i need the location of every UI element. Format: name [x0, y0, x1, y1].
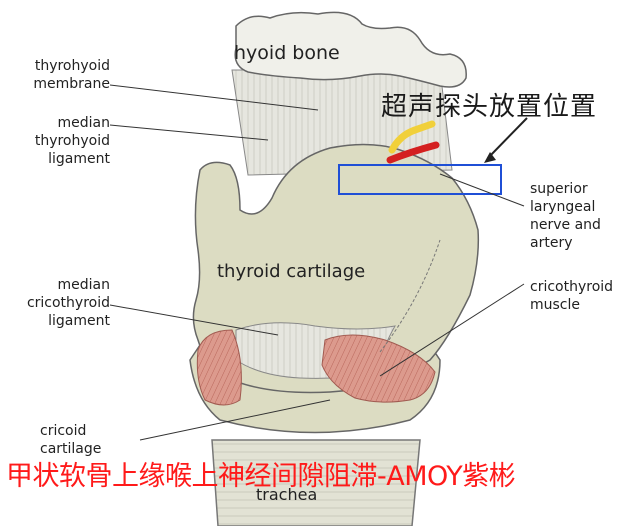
probe-position-annotation: 超声探头放置位置: [381, 92, 598, 122]
trachea-shape: [211, 439, 421, 526]
median-cricothyroid-ligament-label: median cricothyroid ligament: [26, 277, 110, 329]
median-thyrohyoid-ligament-label: median thyrohyoid ligament: [34, 115, 110, 167]
cricoid-cartilage-label: cricoid cartilage: [40, 423, 102, 457]
caption: 甲状软骨上缘喉上神经间隙阻滞-AMOY紫彬: [6, 461, 516, 492]
superior-laryngeal-artery: [388, 120, 436, 154]
superior-laryngeal-nerve-label: superior laryngeal nerve and artery: [530, 181, 601, 251]
left-cricothyroid-muscle: [196, 329, 242, 406]
probe-arrowhead: [484, 152, 496, 163]
probe-box: [338, 164, 502, 195]
thyroid-cartilage-label: thyroid cartilage: [217, 261, 366, 282]
cricothyroid-muscle-label: cricothyroid muscle: [530, 279, 614, 313]
leader-lines: [109, 84, 525, 441]
right-cricothyroid-muscle: [321, 334, 436, 403]
trachea-label: trachea: [256, 485, 318, 504]
superior-laryngeal-nerve: [386, 141, 440, 164]
probe-arrow: [487, 117, 528, 159]
hyoid-bone-shape: [234, 11, 467, 88]
hyoid-bone-label: hyoid bone: [234, 42, 340, 64]
thyrohyoid-membrane-label: thyrohyoid membrane: [33, 58, 110, 92]
